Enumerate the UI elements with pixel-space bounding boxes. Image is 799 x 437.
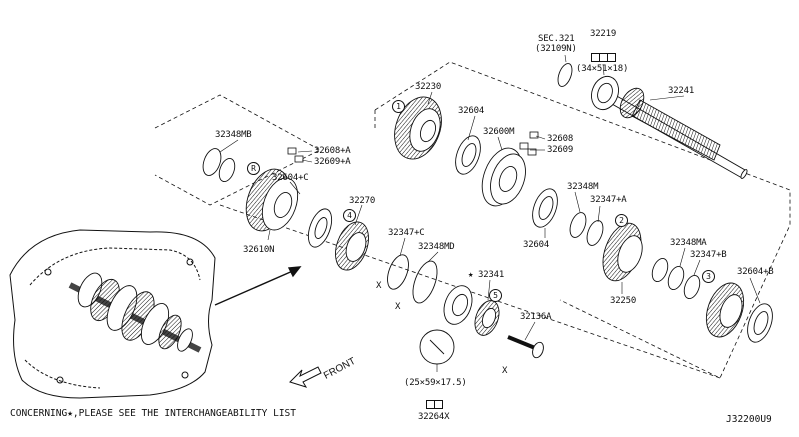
synchro-ring-32604B (747, 303, 773, 343)
bearing-detail-circle (419, 329, 455, 365)
leader-lines (219, 54, 761, 372)
synchro-inserts (519, 131, 539, 156)
gear-32270 (335, 221, 369, 271)
shims-32348MB (202, 148, 236, 182)
inserts-32608A (287, 147, 304, 163)
label-32241: 32241 (668, 86, 695, 96)
label-32347B: 32347+B (690, 250, 727, 260)
synchro-ring-32604-top (455, 135, 481, 175)
label-dim-bottom: (25×59×17.5) (404, 378, 467, 388)
label-x-2: X (395, 302, 401, 312)
label-32348M: 32348M (567, 182, 599, 192)
label-32250: 32250 (610, 296, 637, 306)
transmission-case-sketch (9, 229, 216, 399)
label-32609A: 32609+A (314, 157, 351, 167)
label-32600M: 32600M (483, 127, 515, 137)
label-sec-321: SEC.321 (538, 34, 575, 44)
label-32341: 32341 (478, 270, 505, 280)
snap-rings-32347C (387, 254, 438, 304)
dashed-group-outlines (154, 61, 791, 379)
gear-3 (705, 282, 745, 338)
synchro-ring-32604-lower (532, 188, 558, 228)
label-32608: 32608 (547, 134, 574, 144)
size-boxes-top (591, 53, 616, 62)
label-32348MA: 32348MA (670, 238, 707, 248)
size-boxes-bottom (426, 400, 443, 409)
callout-5: 5 (489, 289, 502, 302)
shims-32348M (569, 212, 604, 246)
label-32347C: 32347+C (388, 228, 425, 238)
label-dim-top: (34×51×18) (576, 64, 629, 74)
label-32608A: 32608+A (314, 146, 351, 156)
callout-2: 2 (615, 214, 628, 227)
label-32604-lower: 32604 (523, 240, 550, 250)
label-x-1: X (376, 281, 382, 291)
label-32348MB: 32348MB (215, 130, 252, 140)
shims-32348MA (651, 258, 701, 299)
gear-32230 (394, 96, 442, 160)
label-32604-top: 32604 (458, 106, 485, 116)
label-32609: 32609 (547, 145, 574, 155)
label-32270: 32270 (349, 196, 376, 206)
diagram-code: J32200U9 (726, 414, 772, 425)
interchangeability-note: CONCERNING★,PLEASE SEE THE INTERCHANGEAB… (10, 408, 296, 419)
label-32348MD: 32348MD (418, 242, 455, 252)
label-32610N: 32610N (243, 245, 275, 255)
synchro-ring-32604C (307, 208, 333, 248)
label-32604B: 32604+B (737, 267, 774, 277)
bearing-32264X (443, 285, 473, 325)
label-x-3: X (502, 366, 508, 376)
gear-32250 (602, 222, 643, 282)
case-shaft-assembly (68, 272, 202, 353)
callout-4: 4 (343, 209, 356, 222)
synchro-hub-32600M (481, 147, 526, 207)
callout-1: 1 (392, 100, 405, 113)
bolt-32136A (507, 335, 544, 359)
label-32109N: (32109N) (535, 44, 577, 54)
label-32264X: 32264X (418, 412, 450, 422)
front-direction-arrow (289, 366, 322, 388)
label-32219: 32219 (590, 29, 617, 39)
snap-plate (557, 63, 573, 87)
label-32136A: 32136A (520, 312, 552, 322)
callout-3: 3 (702, 270, 715, 283)
star-mark: ★ (468, 270, 474, 280)
input-shaft-32241 (611, 87, 748, 179)
label-32604C: 32604+C (272, 173, 309, 183)
case-pointer-arrow (214, 266, 302, 306)
label-32347A: 32347+A (590, 195, 627, 205)
gear-32610N (245, 168, 299, 232)
gear-32341 (474, 300, 500, 336)
callout-R: R (247, 162, 260, 175)
label-32230: 32230 (415, 82, 442, 92)
bearing-32219 (591, 75, 619, 111)
